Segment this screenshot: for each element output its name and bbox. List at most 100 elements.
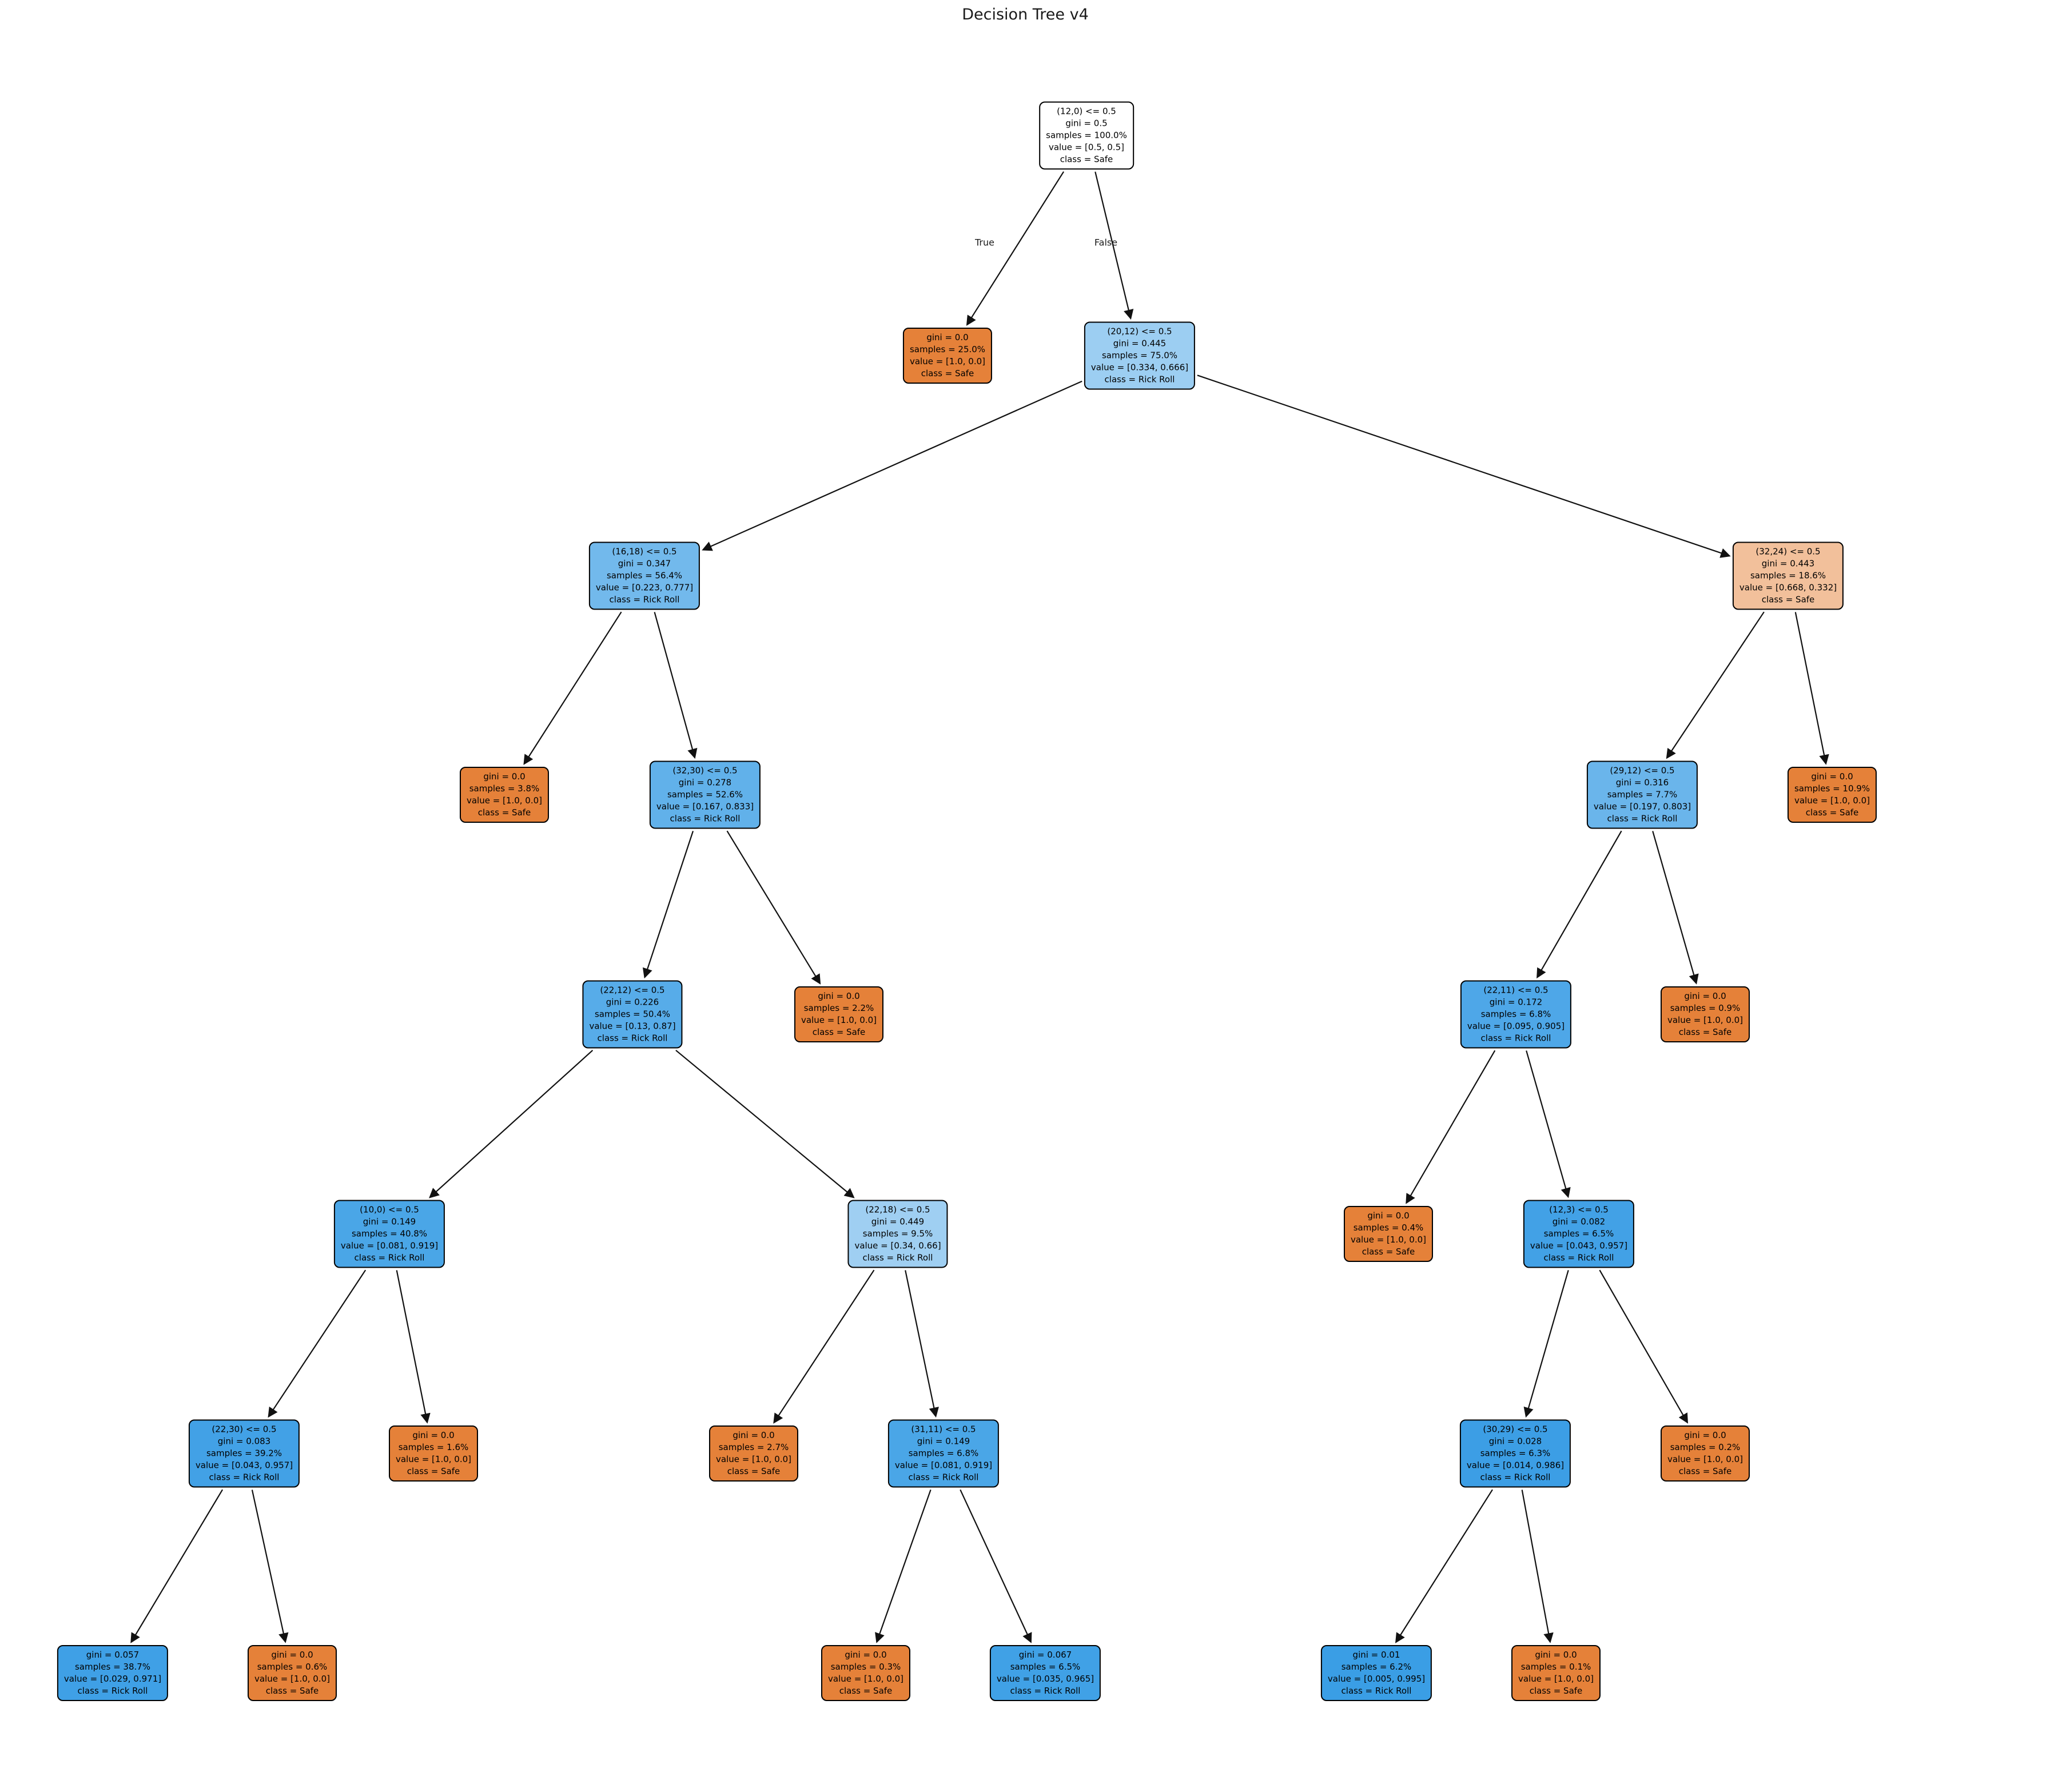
node-text-line: gini = 0.0 [1367, 1210, 1410, 1221]
node-text-line: class = Rick Roll [908, 1472, 979, 1483]
node-text-line: value = [1.0, 0.0] [466, 795, 543, 806]
node-text-line: value = [1.0, 0.0] [801, 1015, 877, 1025]
node-text-line: samples = 6.8% [1480, 1009, 1551, 1020]
tree-edge [675, 1049, 855, 1198]
node-text-line: value = [0.167, 0.833] [656, 801, 754, 812]
tree-edge [429, 1049, 594, 1198]
node-text-line: (16,18) <= 0.5 [612, 546, 677, 557]
node-text-line: samples = 0.2% [1670, 1442, 1741, 1452]
node-text-line: gini = 0.316 [1615, 777, 1669, 788]
node-text-line: samples = 0.4% [1353, 1222, 1424, 1233]
node-text-line: samples = 6.3% [1480, 1448, 1551, 1459]
node-text-line: gini = 0.0 [271, 1650, 313, 1660]
node-text-line: samples = 3.8% [469, 783, 540, 794]
node-text-line: class = Safe [1678, 1027, 1732, 1037]
node-text-line: samples = 50.4% [594, 1009, 671, 1020]
node-text-line: (31,11) <= 0.5 [911, 1424, 976, 1435]
node-text-line: class = Rick Roll [609, 594, 680, 605]
tree-edge [726, 830, 821, 985]
node-text-line: value = [0.014, 0.986] [1466, 1460, 1565, 1471]
node-text-line: samples = 6.8% [908, 1448, 979, 1459]
node-text-line: samples = 39.2% [206, 1448, 282, 1459]
node-text-line: gini = 0.0 [483, 771, 526, 782]
tree-edge [1794, 612, 1829, 765]
node-text-line: class = Rick Roll [1480, 1033, 1551, 1044]
node-text-line: gini = 0.067 [1018, 1650, 1072, 1660]
node-text-line: (30,29) <= 0.5 [1483, 1424, 1548, 1435]
node-text-line: samples = 6.2% [1341, 1662, 1412, 1672]
node-text-line: value = [0.095, 0.905] [1467, 1021, 1565, 1032]
edge-label-true: True [975, 237, 994, 248]
node-text-line: class = Safe [921, 368, 974, 379]
node-text-line: value = [1.0, 0.0] [1518, 1674, 1594, 1684]
node-text-line: value = [1.0, 0.0] [715, 1454, 792, 1464]
node-text-line: class = Safe [1678, 1466, 1732, 1476]
tree-edge [1406, 1050, 1496, 1204]
tree-edge [396, 1270, 431, 1424]
tree-edge [1652, 831, 1699, 985]
node-text-line: class = Rick Roll [1607, 813, 1678, 824]
edge-label-false: False [1094, 237, 1118, 248]
node-text-line: value = [0.34, 0.66] [854, 1240, 941, 1251]
node-text-line: samples = 0.9% [1670, 1003, 1741, 1013]
node-text-line: (22,11) <= 0.5 [1483, 985, 1549, 995]
node-text-line: value = [0.035, 0.965] [996, 1674, 1094, 1684]
node-text-line: class = Safe [727, 1466, 781, 1476]
node-text-line: value = [1.0, 0.0] [909, 356, 986, 367]
node-text-line: class = Safe [265, 1686, 319, 1696]
node-text-line: value = [0.043, 0.957] [195, 1460, 293, 1471]
node-text-line: class = Safe [1362, 1247, 1415, 1257]
node-text-line: (12,0) <= 0.5 [1057, 106, 1116, 117]
node-text-line: class = Rick Roll [597, 1033, 668, 1044]
tree-edge [966, 171, 1065, 326]
node-text-line: samples = 9.5% [862, 1228, 933, 1239]
node-text-line: samples = 56.4% [606, 570, 683, 581]
node-text-line: samples = 0.1% [1520, 1662, 1591, 1672]
tree-edge [905, 1270, 939, 1418]
node-text-line: value = [0.5, 0.5] [1048, 142, 1125, 153]
tree-edge [773, 1269, 875, 1424]
node-text-line: gini = 0.347 [618, 558, 671, 569]
node-text-line: class = Rick Roll [1010, 1686, 1081, 1696]
tree-edge [251, 1490, 289, 1643]
node-text-line: (20,12) <= 0.5 [1107, 326, 1172, 337]
node-text-line: gini = 0.01 [1352, 1650, 1400, 1660]
node-text-line: class = Safe [1060, 154, 1113, 165]
node-text-line: class = Safe [407, 1466, 460, 1476]
node-text-line: gini = 0.028 [1488, 1436, 1542, 1447]
node-text-line: value = [1.0, 0.0] [254, 1674, 331, 1684]
plot-title: Decision Tree v4 [962, 6, 1089, 23]
node-text-line: value = [0.223, 0.777] [595, 582, 694, 593]
tree-edge [960, 1489, 1032, 1643]
node-text-line: class = Rick Roll [1341, 1686, 1412, 1696]
node-text-line: (29,12) <= 0.5 [1610, 765, 1675, 776]
node-text-line: value = [0.043, 0.957] [1530, 1240, 1628, 1251]
node-text-line: gini = 0.5 [1065, 118, 1108, 129]
tree-edge [1536, 830, 1622, 979]
node-text-line: value = [0.081, 0.919] [894, 1460, 993, 1471]
node-text-line: gini = 0.083 [217, 1436, 271, 1447]
node-text-line: samples = 6.5% [1543, 1228, 1614, 1239]
node-text-line: gini = 0.0 [1684, 991, 1726, 1001]
node-text-line: class = Rick Roll [209, 1472, 280, 1483]
node-text-line: gini = 0.0 [1684, 1430, 1726, 1440]
